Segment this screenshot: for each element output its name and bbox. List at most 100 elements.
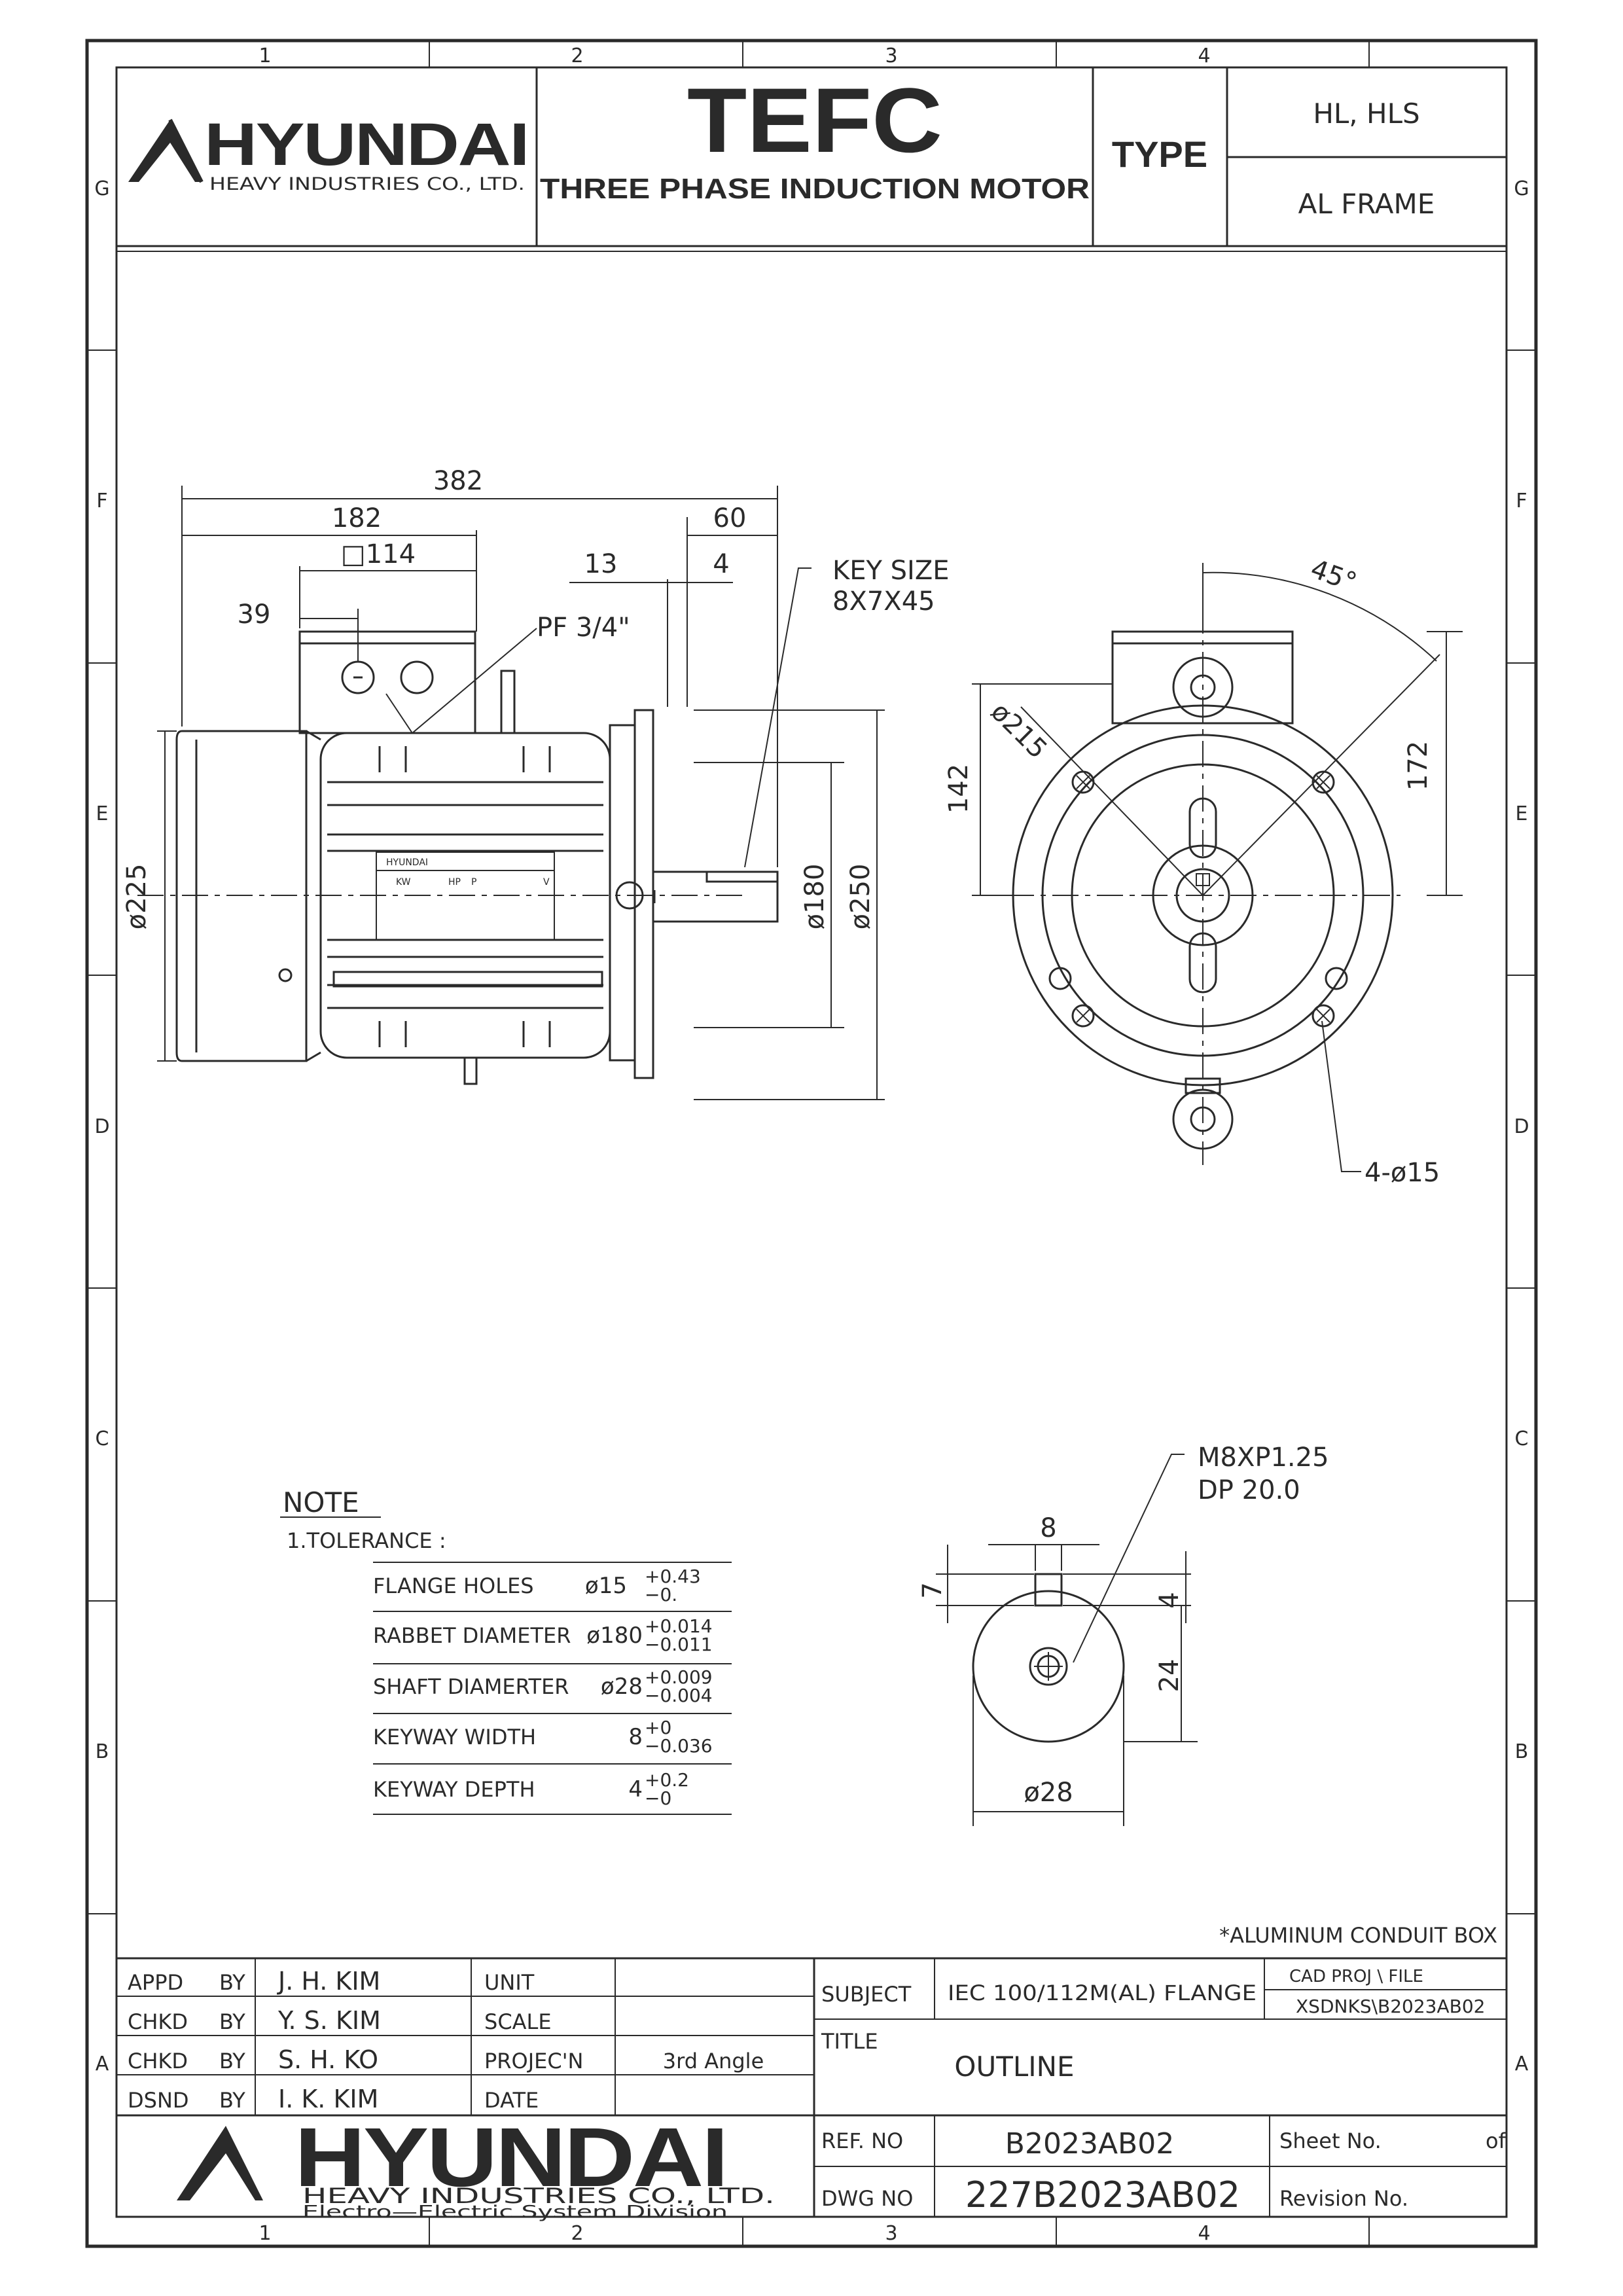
- tb-role: DSND: [128, 2088, 189, 2113]
- tb-by: BY: [219, 2009, 245, 2034]
- nameplate-hp: HP: [448, 877, 461, 888]
- shaft-dim-24: 24: [1154, 1659, 1185, 1693]
- tb-role: APPD: [128, 1970, 183, 1995]
- header-logo-text: HYUNDAI: [204, 111, 528, 178]
- dim-382: 382: [433, 466, 483, 496]
- tb-revision-label: Revision No.: [1279, 2186, 1408, 2211]
- tb-ref-value: B2023AB02: [1005, 2127, 1174, 2161]
- tb-by: BY: [219, 1970, 245, 1995]
- header-type-value1: HL, HLS: [1313, 98, 1419, 130]
- tolerance-upper: +0.2: [645, 1769, 689, 1791]
- zone-row-a-right: A: [1515, 2053, 1529, 2075]
- motor-front-view: [972, 563, 1463, 1172]
- zone-row-c-right: C: [1515, 1427, 1529, 1450]
- drawing-border: [85, 39, 1538, 2248]
- dim-39: 39: [238, 600, 271, 630]
- tb-name: I. K. KIM: [278, 2085, 378, 2113]
- note-tolerance-label: 1.TOLERANCE :: [287, 1528, 446, 1553]
- zone-col-3-top: 3: [885, 45, 897, 67]
- zone-col-1-bottom: 1: [259, 2222, 271, 2245]
- note-heading: NOTE: [283, 1486, 359, 1518]
- tolerance-lower: −0: [645, 1787, 671, 1809]
- tb-name: J. H. KIM: [277, 1967, 380, 1996]
- title-block: [116, 1957, 1507, 2217]
- header-title-sub: THREE PHASE INDUCTION MOTOR: [540, 173, 1090, 205]
- zone-row-d-right: D: [1514, 1115, 1529, 1138]
- tolerance-upper: +0.009: [645, 1666, 713, 1688]
- tolerance-name: RABBET DIAMETER: [373, 1623, 571, 1648]
- shaft-dim-7: 7: [918, 1582, 948, 1598]
- zone-col-2-bottom: 2: [571, 2222, 583, 2245]
- tb-field: PROJEC'N: [484, 2049, 583, 2073]
- tolerance-nominal: 4: [628, 1776, 643, 1803]
- tolerance-nominal: ø180: [586, 1623, 643, 1649]
- header-block: [116, 67, 1507, 252]
- tolerance-upper: +0.43: [645, 1566, 701, 1587]
- dim-225: ø225: [122, 864, 152, 930]
- note-block: NOTE 1.TOLERANCE :: [280, 1486, 732, 1815]
- nameplate-p: P: [471, 877, 476, 888]
- tolerance-upper: +0.014: [645, 1615, 713, 1637]
- dim-holes: 4-ø15: [1364, 1158, 1440, 1188]
- aluminum-conduit-note: *ALUMINUM CONDUIT BOX: [1219, 1923, 1497, 1948]
- dim-45-degrees: 45°: [1307, 554, 1361, 598]
- dim-13: 13: [584, 549, 618, 579]
- zone-row-b-left: B: [96, 1740, 109, 1763]
- dim-key-size-2: 8X7X45: [832, 586, 935, 617]
- tb-role: CHKD: [128, 2009, 188, 2034]
- zone-col-2-top: 2: [571, 45, 583, 67]
- title-block-logo-text: HYUNDAI: [294, 2111, 726, 2204]
- dim-114: □114: [341, 539, 416, 569]
- title-block-logo-sub2: Electro—Electric System Division: [302, 2202, 728, 2222]
- tolerance-lower: −0.011: [645, 1634, 713, 1655]
- zone-row-f-right: F: [1516, 490, 1527, 512]
- nameplate-v: V: [543, 877, 550, 888]
- tolerance-nominal: ø15: [585, 1573, 627, 1599]
- tb-ref-label: REF. NO: [821, 2128, 903, 2153]
- zone-row-c-left: C: [96, 1427, 109, 1450]
- dim-142: 142: [944, 764, 974, 814]
- tb-name: Y. S. KIM: [277, 2006, 381, 2035]
- header-company-subtitle: HEAVY INDUSTRIES CO., LTD.: [209, 174, 525, 194]
- tb-dwg-label: DWG NO: [821, 2186, 913, 2211]
- dim-pf: PF 3/4": [537, 613, 630, 643]
- tb-cad-label: CAD PROJ \ FILE: [1289, 1967, 1423, 1986]
- title-block-logo-sub1: HEAVY INDUSTRIES CO., LTD.: [302, 2183, 775, 2208]
- zone-row-e-right: E: [1516, 802, 1528, 825]
- dim-4-side: 4: [713, 549, 729, 579]
- nameplate-kw: KW: [396, 877, 411, 888]
- zone-row-f-left: F: [96, 490, 107, 512]
- tolerance-nominal: 8: [628, 1724, 643, 1750]
- dim-172: 172: [1403, 741, 1433, 791]
- tolerance-name: KEYWAY WIDTH: [373, 1725, 536, 1749]
- tb-title-value: OUTLINE: [954, 2051, 1074, 2083]
- title-block-logo: HYUNDAI HEAVY INDUSTRIES CO., LTD. Elect…: [177, 2111, 775, 2222]
- shaft-thread-spec: M8XP1.25: [1198, 1443, 1329, 1473]
- zone-row-b-right: B: [1515, 1740, 1529, 1763]
- shaft-end-detail: [936, 1454, 1198, 1826]
- tolerance-lower: −0.036: [645, 1735, 713, 1757]
- dim-180: ø180: [800, 864, 830, 930]
- motor-side-view: [137, 630, 779, 1085]
- tolerance-lower: −0.: [645, 1584, 677, 1605]
- header-logo: HYUNDAI HEAVY INDUSTRIES CO., LTD.: [128, 111, 529, 194]
- zone-row-e-left: E: [96, 802, 109, 825]
- hyundai-triangle-icon: [128, 120, 202, 182]
- tb-cad-value: XSDNKS\B2023AB02: [1296, 1996, 1486, 2017]
- tb-role: CHKD: [128, 2049, 188, 2073]
- zone-row-d-left: D: [94, 1115, 109, 1138]
- tolerance-nominal: ø28: [601, 1674, 643, 1700]
- tb-name: S. H. KO: [278, 2045, 378, 2074]
- nameplate-brand: HYUNDAI: [386, 857, 428, 868]
- zone-col-4-bottom: 4: [1198, 2222, 1210, 2245]
- tb-by: BY: [219, 2049, 245, 2073]
- shaft-dim-8: 8: [1040, 1513, 1056, 1543]
- zone-row-g-right: G: [1514, 177, 1529, 200]
- zone-row-g-left: G: [94, 177, 109, 200]
- nameplate: [376, 852, 555, 941]
- tb-field: UNIT: [484, 1970, 535, 1995]
- hyundai-triangle-icon: [177, 2126, 263, 2200]
- tb-title-label: TITLE: [821, 2029, 878, 2054]
- zone-row-a-left: A: [96, 2053, 109, 2075]
- tolerance-name: SHAFT DIAMERTER: [373, 1674, 569, 1699]
